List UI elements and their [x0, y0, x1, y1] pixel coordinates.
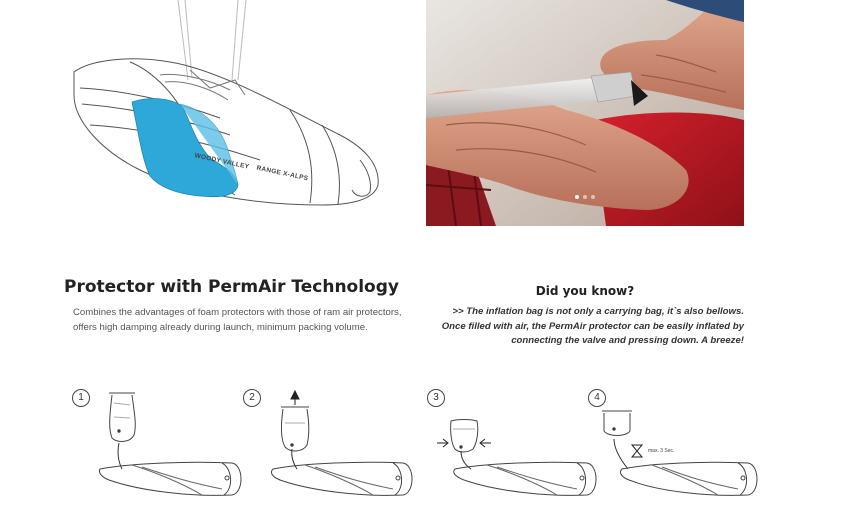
- step-4-illustration: [602, 410, 758, 496]
- step-1-illustration: [99, 392, 242, 496]
- carousel-dots: [426, 186, 744, 204]
- step-1: 1: [72, 383, 252, 503]
- hands-valve-photo: [426, 0, 744, 226]
- step-4-note: max. 3 Sec.: [648, 448, 675, 454]
- step-3-illustration: [437, 419, 597, 496]
- section-title: Protector with PermAir Technology: [63, 277, 399, 297]
- step-number: 2: [243, 389, 261, 407]
- photo-carousel[interactable]: [426, 0, 744, 226]
- did-you-know-text: >> The inflation bag is not only a carry…: [441, 306, 744, 346]
- carousel-dot[interactable]: [591, 195, 595, 199]
- step-2-illustration: [270, 389, 413, 496]
- carousel-dot[interactable]: [575, 195, 579, 199]
- section-description: Combines the advantages of foam protecto…: [73, 307, 402, 333]
- step-4: 4 max. 3 Sec.: [588, 383, 768, 503]
- step-number: 3: [427, 389, 445, 407]
- step-number: 1: [72, 389, 90, 407]
- hourglass-icon: [630, 444, 644, 458]
- step-3: 3: [427, 383, 607, 503]
- step-number: 4: [588, 389, 606, 407]
- carousel-dot[interactable]: [583, 195, 587, 199]
- harness-illustration: WOODY VALLEY RANGE X-ALPS: [60, 0, 405, 230]
- step-2: 2: [243, 383, 423, 503]
- did-you-know-title: Did you know?: [535, 284, 635, 298]
